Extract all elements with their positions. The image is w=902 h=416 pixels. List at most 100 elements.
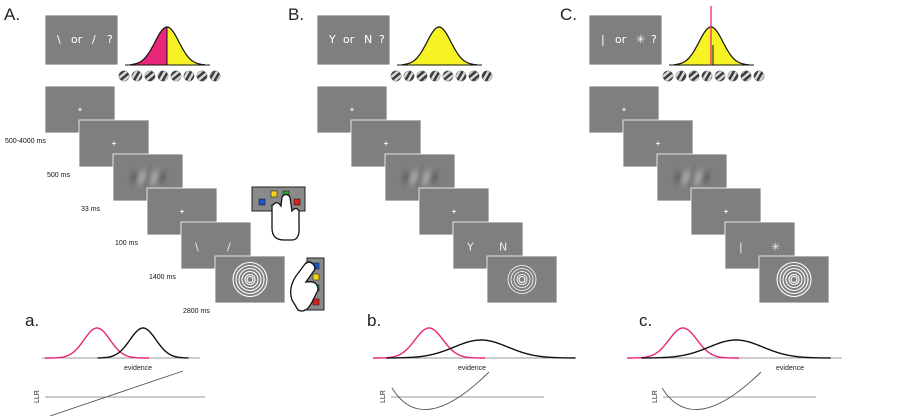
gabor-patch-icon [675,70,687,82]
noise-distribution-curve [45,327,149,359]
gabor-patch-icon [688,70,700,82]
llr-curve [49,370,184,416]
mask-ring [238,267,262,292]
response-option-left: Y [466,241,474,254]
mask-ring [507,265,537,294]
gabor-grating [676,167,708,188]
key-button [258,198,266,206]
trial-screen-mask [486,255,558,304]
mask-ring [776,261,812,298]
signal-distribution-curve [641,339,831,359]
response-option-left: | [739,241,743,254]
grating-stripe [700,171,708,184]
gabor-patch-icon [740,70,752,82]
cue-screen [44,14,119,66]
grating-stripe [138,169,146,186]
gabor-patch-icon [714,70,726,82]
gabor-patch-icon [442,70,454,82]
mask-ring [782,267,806,292]
cue-screen [588,14,663,66]
mask-ring [241,270,259,289]
gabor-patch-icon [131,70,143,82]
grating-stripe [428,171,436,184]
noise-distribution-curve [627,327,739,359]
mask-ring [788,273,800,286]
mask-ring [246,275,254,284]
lower-panel-letter: a. [25,311,39,330]
signal-distribution-curve [386,339,576,359]
noise-distribution-curve [373,327,485,359]
gabor-patch-icon [753,70,765,82]
cue-question: ? [379,33,385,46]
gabor-patch-icon [701,70,713,82]
gabor-patch-icon [727,70,739,82]
gabor-grating [132,167,164,188]
gabor-patch-icon [209,70,221,82]
llr-axis-label: LLR [380,390,387,403]
prior-area-left [130,27,167,65]
cue-or-text: or [343,33,355,46]
key-button [312,273,320,281]
prior-area [402,27,477,65]
mask-ring [516,274,528,285]
key-button [270,190,278,198]
mask-ring [779,264,809,295]
cue-option-right: N [364,33,372,46]
gabor-patch-icon [196,70,208,82]
llr-curve [391,371,490,410]
mask-ring [518,275,526,284]
evidence-axis-label: evidence [776,365,804,372]
gabor-patch-icon [662,70,674,82]
grating-stripe [694,169,702,186]
response-option-left: \ [195,241,199,254]
cue-screen [316,14,391,66]
response-option-right: N [499,241,507,254]
gabor-patch-icon [481,70,493,82]
gabor-patch-icon [429,70,441,82]
evidence-axis-label: evidence [124,365,152,372]
mask-ring [513,271,531,288]
panel-letter: B. [288,5,304,24]
timing-label: 500-4000 ms [5,138,46,145]
llr-axis-label: LLR [34,390,41,403]
gabor-grating [404,167,436,188]
cue-option-left: Y [328,33,336,46]
response-option-right: / [227,241,231,254]
trial-screen-mask [758,255,830,304]
panel-letter: A. [4,5,20,24]
response-option-right: ✳ [771,241,780,254]
mask-ring [244,273,256,286]
cue-question: ? [651,33,657,46]
lower-panel-letter: b. [367,311,381,330]
gabor-patch-icon [170,70,182,82]
cue-option-left: | [601,33,605,46]
prior-curve [401,26,477,66]
hand-icon [290,261,319,312]
cue-or-text: or [71,33,83,46]
signal-distribution-curve [97,327,189,359]
key-button [312,298,320,306]
grating-stripe [422,169,430,186]
gabor-patch-icon [468,70,480,82]
prior-curve [129,26,205,66]
gabor-patch-icon [118,70,130,82]
mask-ring [510,268,534,291]
panel-letter: C. [560,5,577,24]
gabor-patch-icon [416,70,428,82]
timing-label: 100 ms [115,240,138,247]
mask-ring [790,275,798,284]
grating-stripe [688,167,696,188]
grating-stripe [410,169,418,186]
grating-stripe [132,171,140,184]
grating-stripe [676,171,684,184]
key-button [293,198,301,206]
grating-stripe [156,171,164,184]
cue-or-text: or [615,33,627,46]
evidence-axis-label: evidence [458,365,486,372]
gabor-patch-icon [183,70,195,82]
timing-label: 1400 ms [149,274,176,281]
cue-option-right: / [92,33,96,46]
